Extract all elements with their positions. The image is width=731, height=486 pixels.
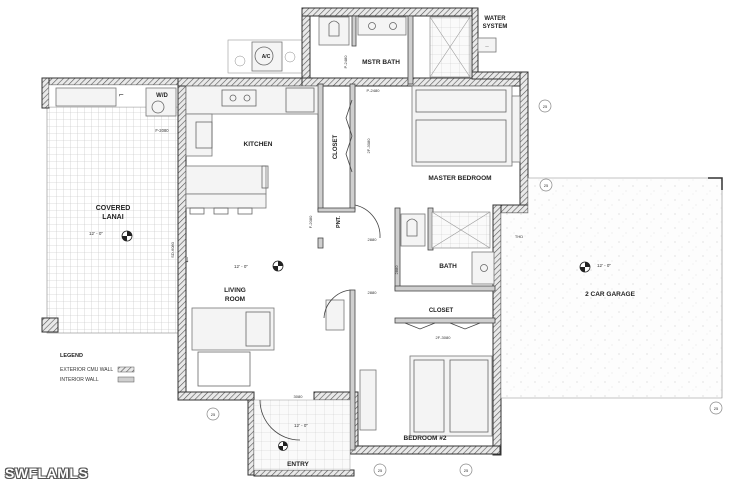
watermark: SWFLAMLS: [5, 465, 89, 481]
tag-6: 25: [709, 401, 723, 415]
master-bath: MSTR BATH P-2480 P-2480: [318, 16, 471, 93]
svg-text:25: 25: [543, 104, 548, 109]
d3080-note: 3080: [294, 394, 304, 399]
kitchen-label: KITCHEN: [244, 141, 273, 148]
tag-1: 25: [538, 99, 552, 113]
svg-text:25: 25: [378, 468, 383, 473]
garage-label: 2 CAR GARAGE: [585, 291, 636, 298]
entry-ceiling-height: 12' - 0": [294, 423, 308, 428]
legend-exterior: EXTERIOR CMU WALL: [60, 367, 113, 373]
closet-vertical-label: CLOSET: [333, 135, 339, 160]
d2880-a-note: 2880: [368, 237, 378, 242]
bedroom2-label: BEDROOM #2: [404, 435, 447, 442]
entry-label: ENTRY: [287, 461, 309, 468]
garage: 2 CAR GARAGE 12' - 0" THD: [500, 177, 723, 399]
interior-walls: [317, 15, 496, 451]
closet-2f-note: 2F-3080: [366, 138, 371, 154]
living-room: LIVING ROOM 12' - 0" SD-6080 ↓: [170, 241, 351, 387]
pnt-label: PNT.: [336, 216, 342, 228]
tag-4: 25: [373, 463, 387, 477]
d2880-b-note: 2880: [394, 265, 399, 275]
kitchen: KITCHEN: [185, 85, 319, 215]
closet-horizontal: CLOSET 2F-3080: [404, 308, 481, 340]
svg-text:↓: ↓: [185, 254, 190, 264]
ac-pad: A/C: [227, 39, 304, 74]
closet-vertical: CLOSET 2F-3080: [333, 99, 371, 173]
p2480-mid-note: P-2480: [367, 88, 381, 93]
water-label-1: WATER: [484, 16, 506, 22]
entry: 3080 12' - 0" ENTRY: [253, 394, 351, 471]
garage-elevation-marker: [579, 261, 591, 273]
lanai-label-1: COVERED: [96, 205, 131, 212]
lanai-elevation-marker: [121, 230, 133, 242]
lanai-label-2: LANAI: [102, 214, 123, 221]
tag-5: 25: [459, 463, 473, 477]
laundry-area: ⌐ W/D F-2080: [55, 87, 177, 133]
svg-text:—: —: [485, 44, 489, 48]
legend: LEGEND EXTERIOR CMU WALL INTERIOR WALL: [60, 353, 135, 383]
bath-label: BATH: [439, 263, 457, 270]
tag-3: 25: [206, 407, 220, 421]
svg-text:25: 25: [544, 183, 549, 188]
living-label-2: ROOM: [225, 296, 245, 303]
lanai-ceiling-height: 12' - 0": [89, 231, 103, 236]
pnt-f2080-note: F-2080: [308, 215, 313, 228]
garage-ceiling-height: 12' - 0": [597, 263, 611, 268]
bedroom-2: BEDROOM #2: [359, 355, 493, 442]
master-bedroom: MASTER BEDROOM: [411, 85, 521, 182]
master-bedroom-label: MASTER BEDROOM: [428, 175, 491, 182]
water-label-2: SYSTEM: [483, 24, 508, 30]
bath: BATH 2880: [394, 211, 495, 285]
wd-label: W/D: [156, 93, 168, 99]
sd6080-note: SD-6080: [170, 241, 175, 258]
living-ceiling-height: 12' - 0": [234, 264, 248, 269]
svg-text:25: 25: [714, 406, 719, 411]
svg-text:25: 25: [211, 412, 216, 417]
thd-note: THD: [515, 234, 523, 239]
closet-horizontal-label: CLOSET: [429, 308, 454, 314]
svg-text:25: 25: [464, 468, 469, 473]
pantry: PNT. F-2080: [308, 204, 381, 239]
legend-interior: INTERIOR WALL: [60, 377, 99, 383]
entry-elevation-marker: [278, 441, 288, 451]
closet2-2f-note: 2F-3080: [436, 335, 452, 340]
p2480-top-note: P-2480: [343, 55, 348, 69]
svg-text:⌐: ⌐: [119, 90, 124, 99]
water-system: WATER SYSTEM —: [477, 16, 508, 53]
d2880-c-note: 2880: [368, 290, 378, 295]
f2080-note: F-2080: [155, 128, 169, 133]
mstr-bath-label: MSTR BATH: [362, 59, 400, 66]
tag-2: 25: [539, 178, 553, 192]
legend-title: LEGEND: [60, 353, 83, 359]
living-elevation-marker: [272, 260, 284, 272]
ac-label: A/C: [262, 54, 271, 60]
living-label-1: LIVING: [224, 287, 246, 294]
